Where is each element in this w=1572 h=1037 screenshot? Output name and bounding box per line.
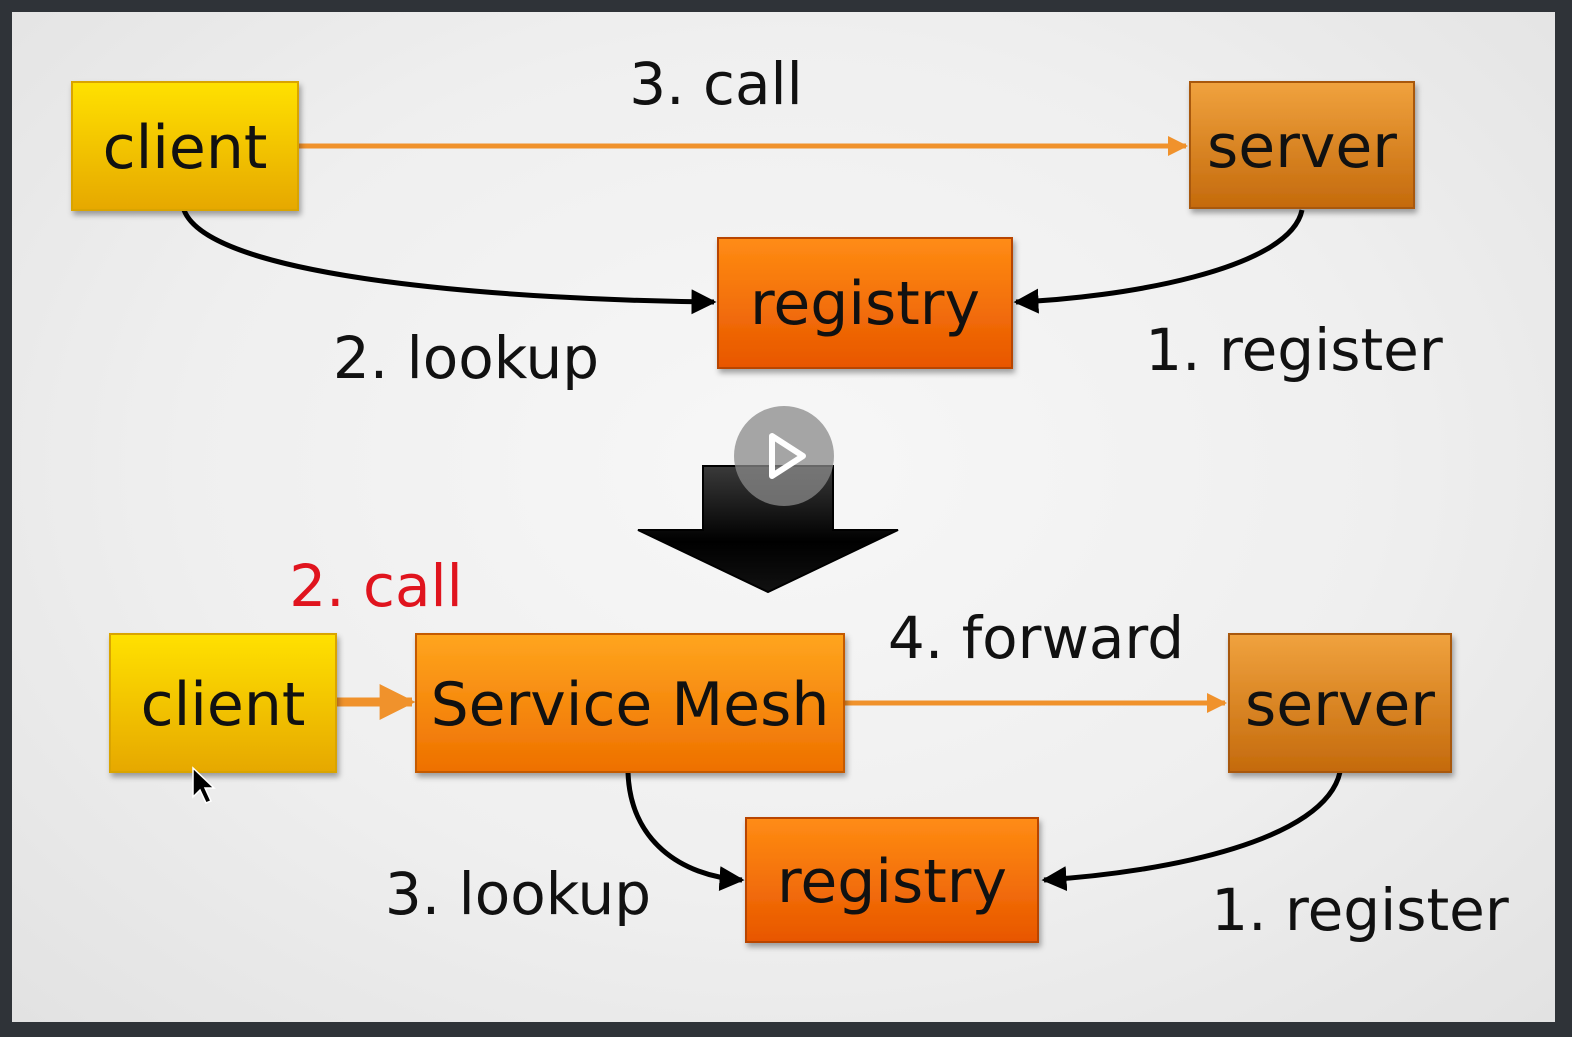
bottom-register-label: 1. register bbox=[1211, 876, 1509, 944]
bottom-register-arrow bbox=[1041, 771, 1343, 892]
service-mesh-label: Service Mesh bbox=[431, 670, 830, 740]
bottom-lookup-arrow bbox=[625, 771, 745, 892]
bottom-server-box: server bbox=[1228, 633, 1452, 773]
bottom-registry-box: registry bbox=[745, 817, 1039, 943]
cursor-icon bbox=[192, 766, 216, 804]
bottom-client-box: client bbox=[109, 633, 337, 773]
top-register-arrow bbox=[1013, 209, 1305, 314]
play-button[interactable] bbox=[734, 406, 834, 506]
bottom-server-label: server bbox=[1245, 670, 1435, 740]
top-call-label: 3. call bbox=[629, 50, 802, 118]
top-server-label: server bbox=[1207, 112, 1397, 182]
service-mesh-box: Service Mesh bbox=[415, 633, 845, 773]
top-register-label: 1. register bbox=[1145, 316, 1443, 384]
top-lookup-label: 2. lookup bbox=[333, 324, 599, 392]
top-registry-label: registry bbox=[750, 269, 980, 339]
bottom-call-label: 2. call bbox=[289, 552, 462, 620]
bottom-lookup-label: 3. lookup bbox=[385, 860, 651, 928]
top-server-box: server bbox=[1189, 81, 1415, 209]
top-client-box: client bbox=[71, 81, 299, 211]
bottom-forward-label: 4. forward bbox=[888, 604, 1184, 672]
down-arrow-icon bbox=[637, 465, 899, 594]
bottom-client-label: client bbox=[141, 670, 306, 740]
play-icon bbox=[769, 433, 806, 479]
bottom-registry-label: registry bbox=[777, 847, 1007, 917]
top-client-label: client bbox=[103, 113, 268, 183]
top-registry-box: registry bbox=[717, 237, 1013, 369]
top-lookup-arrow bbox=[181, 209, 717, 315]
